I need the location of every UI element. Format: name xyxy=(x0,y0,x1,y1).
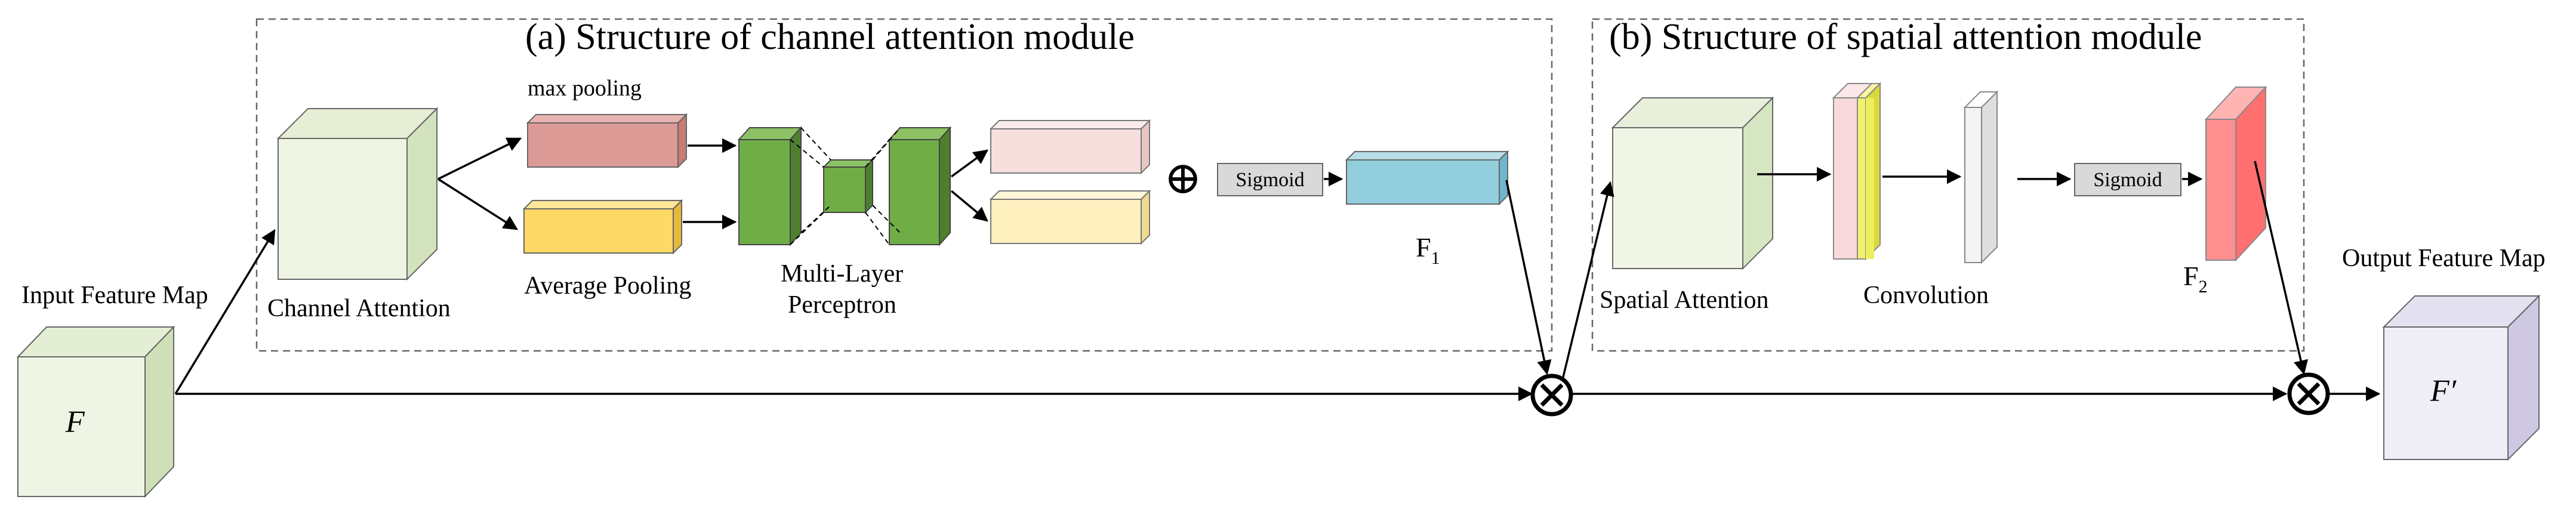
arrow-mlp-to-yellow xyxy=(950,190,988,222)
arrow-multiply1-to-spatial xyxy=(1561,181,1614,380)
arrow-input-to-channel xyxy=(174,229,276,394)
arrow-to-max-pool xyxy=(437,137,522,180)
f2-label: F2 xyxy=(2183,261,2208,297)
mlp-block xyxy=(737,126,952,246)
output-feature-cube xyxy=(2382,294,2541,461)
max-pooling-label: max pooling xyxy=(528,76,642,101)
element-wise-add-symbol: ⊕ xyxy=(1164,153,1202,203)
arrow-f2-to-multiply2 xyxy=(2254,161,2308,375)
arrow-to-avg-pool xyxy=(437,178,519,230)
f2-map xyxy=(2204,85,2267,262)
sigmoid-spatial-box xyxy=(2074,163,2181,196)
yellow-output-bar xyxy=(989,189,1151,245)
input-feature-map-label: Input Feature Map xyxy=(21,282,208,309)
sigmoid-spatial-label: Sigmoid xyxy=(2093,169,2162,191)
arrow-f1-to-multiply1 xyxy=(1505,180,1552,375)
channel-attention-panel xyxy=(255,18,1553,352)
spatial-attention-label: Spatial Attention xyxy=(1600,286,1768,314)
multiply-operator-1 xyxy=(1530,374,1573,417)
input-symbol: F xyxy=(65,405,85,439)
spatial-attention-cube xyxy=(1611,96,1774,270)
output-feature-map-label: Output Feature Map xyxy=(2342,245,2546,272)
input-feature-cube xyxy=(16,325,175,498)
spatial-attention-panel xyxy=(1591,18,2305,352)
convolution-block xyxy=(1832,82,1882,261)
output-symbol: F′ xyxy=(2430,374,2457,408)
average-pooling-bar xyxy=(522,199,683,255)
max-pooling-bar xyxy=(526,113,688,169)
f1-bar xyxy=(1345,150,1509,206)
sigmoid-channel-label: Sigmoid xyxy=(1235,169,1304,191)
channel-attention-label: Channel Attention xyxy=(267,295,451,322)
convolution-label: Convolution xyxy=(1863,282,1989,309)
spatial-panel-title: (b) Structure of spatial attention modul… xyxy=(1609,17,2202,57)
channel-attention-cube xyxy=(276,107,439,281)
mlp-label-line2: Perceptron xyxy=(788,291,896,319)
average-pooling-label: Average Pooling xyxy=(524,272,691,300)
sigmoid-channel-box xyxy=(1217,163,1323,196)
conv-output-map xyxy=(1963,90,1999,264)
multiply-operator-2 xyxy=(2287,372,2330,415)
pink-output-bar xyxy=(989,119,1151,175)
arrow-mlp-to-pink xyxy=(950,149,988,178)
mlp-label-line1: Multi-Layer xyxy=(781,260,903,288)
f1-label: F1 xyxy=(1416,232,1440,268)
channel-panel-title: (a) Structure of channel attention modul… xyxy=(525,17,1135,57)
